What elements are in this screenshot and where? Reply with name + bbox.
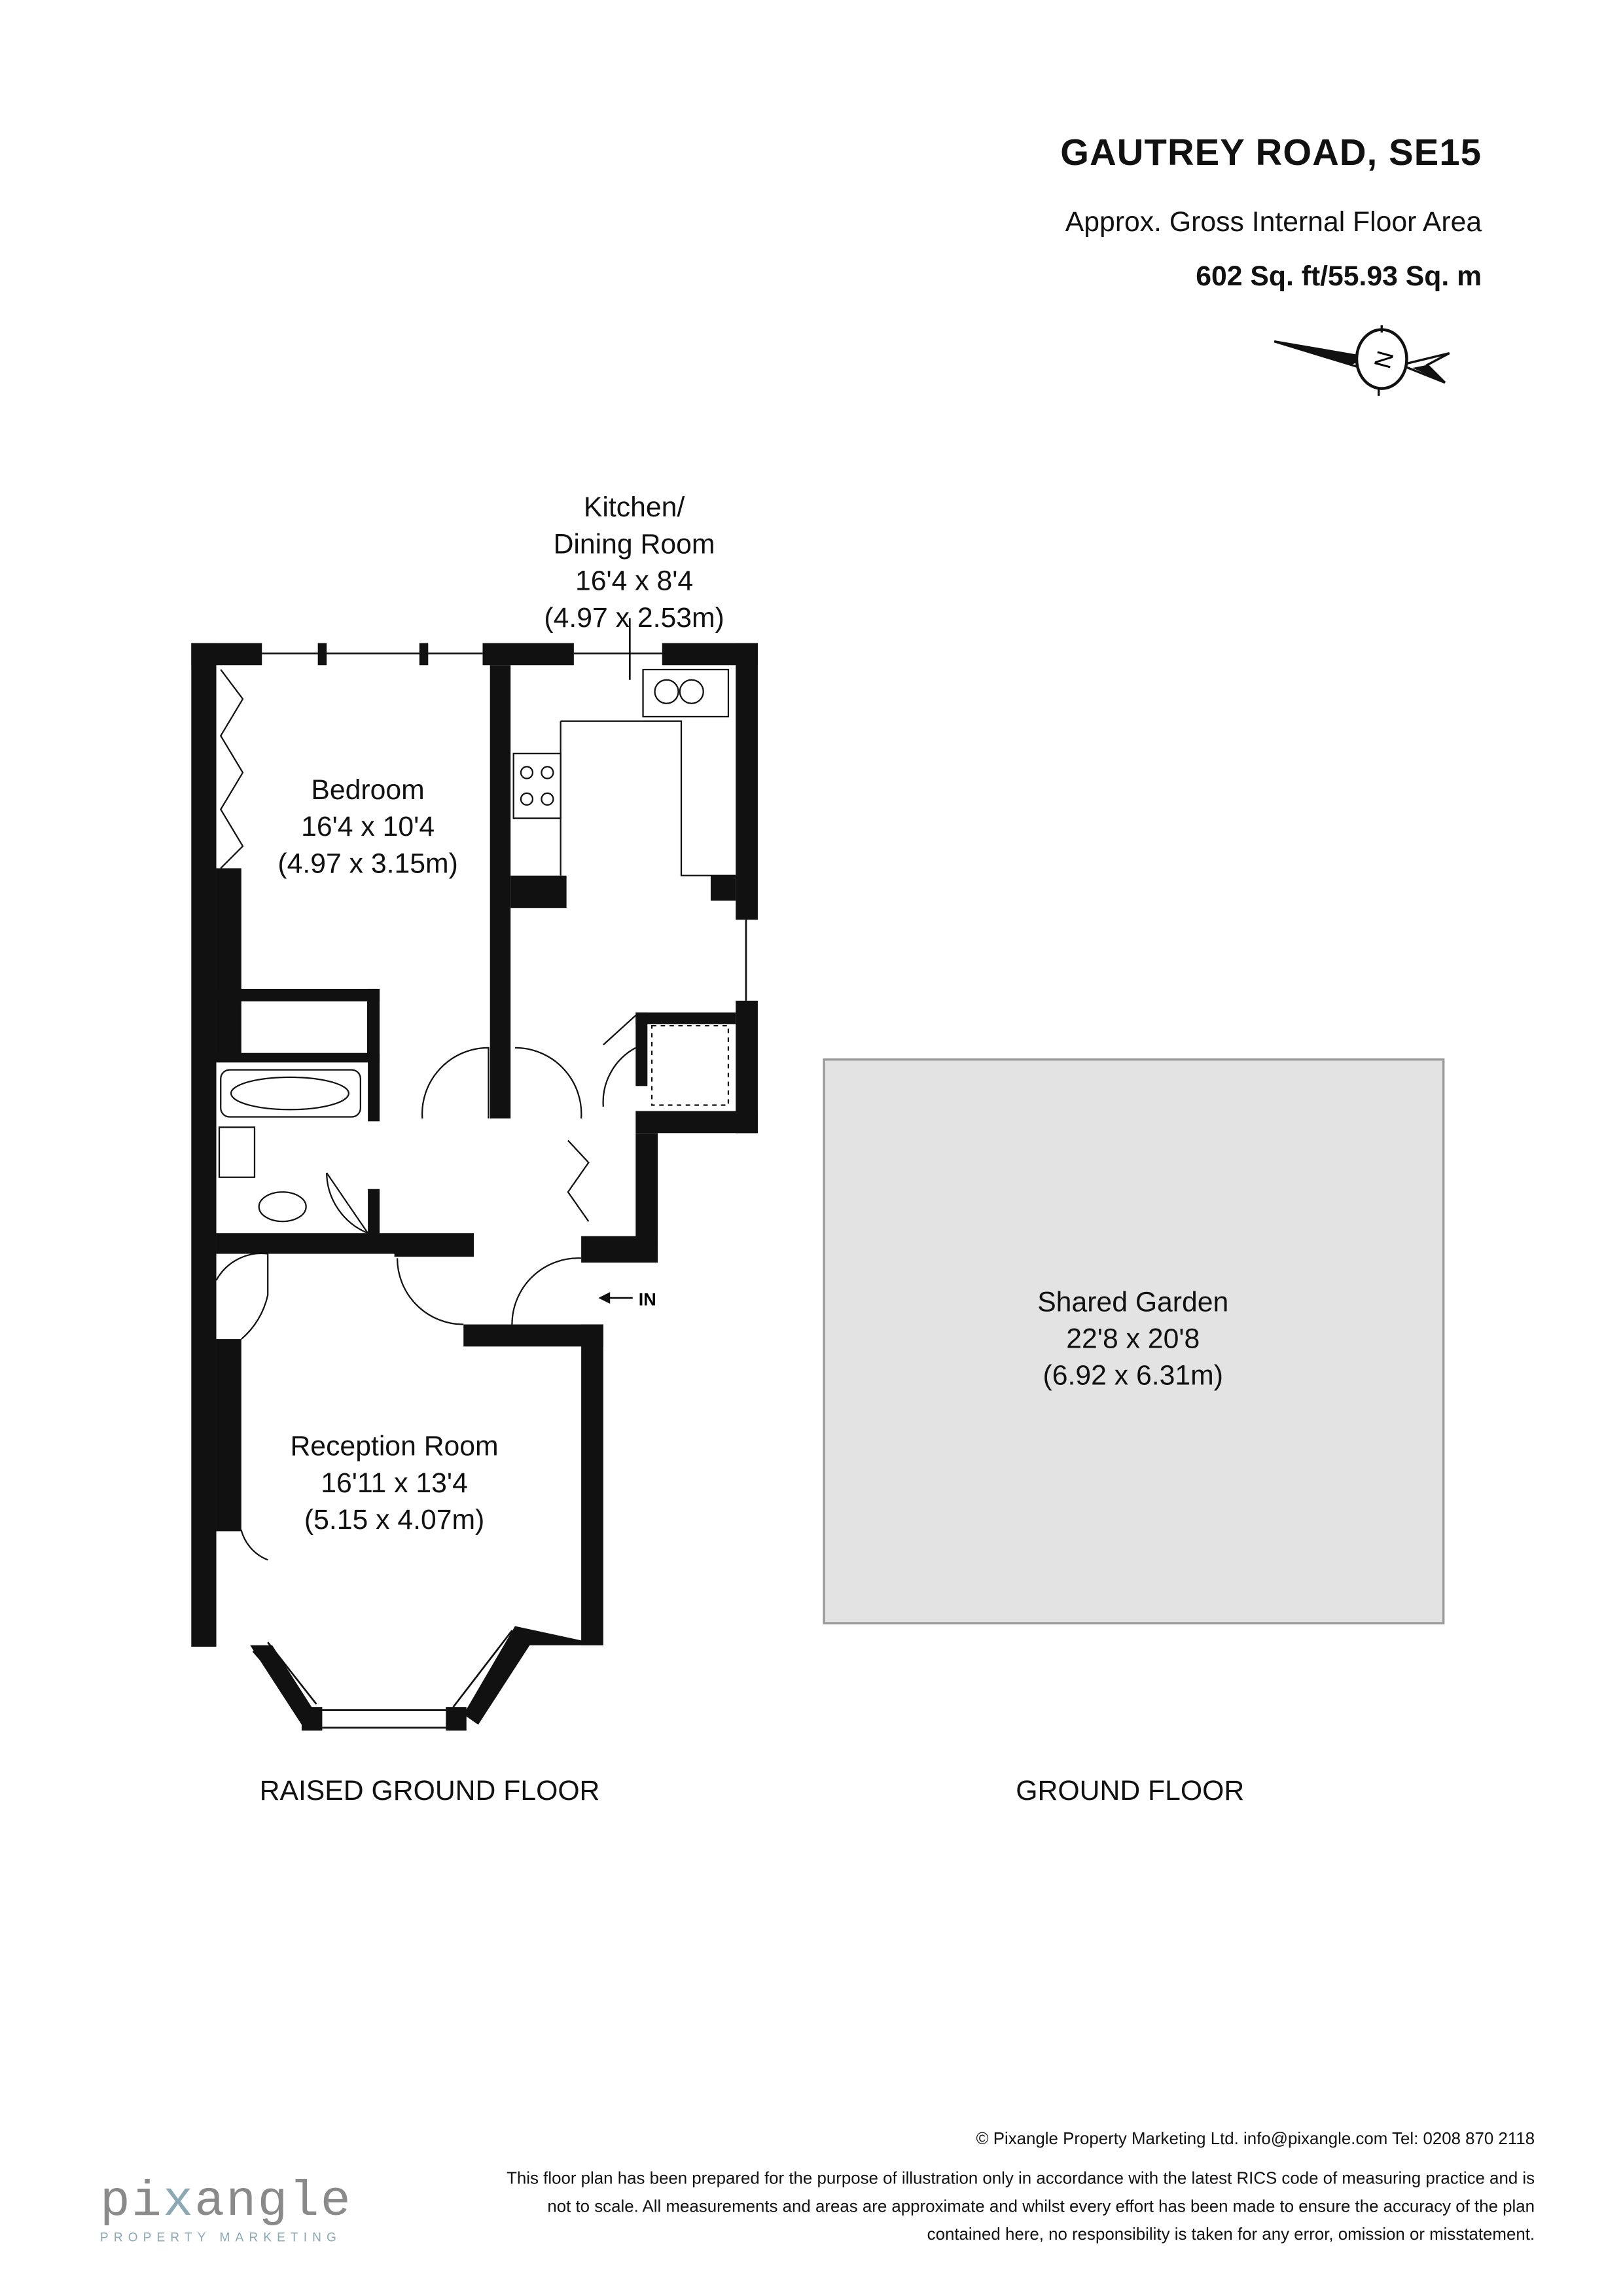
room-name: Kitchen/	[583, 493, 685, 524]
room-label-bedroom: Bedroom 16'4 x 10'4 (4.97 x 3.15m)	[221, 772, 515, 883]
disclaimer-line-2: not to scale. All measurements and areas…	[547, 2198, 1535, 2217]
shared-garden-area	[823, 1058, 1445, 1624]
walls	[191, 643, 758, 1731]
disclaimer-line-3: contained here, no responsibility is tak…	[927, 2226, 1535, 2244]
logo-text: angle	[194, 2175, 352, 2231]
room-dimensions-imperial: 16'4 x 8'4	[575, 566, 694, 598]
room-name: Bedroom	[311, 775, 425, 807]
entrance-label: IN	[639, 1289, 656, 1309]
logo-text: pi	[99, 2175, 164, 2231]
room-name: Dining Room	[553, 529, 715, 561]
room-label-kitchen: Kitchen/ Dining Room 16'4 x 8'4 (4.97 x …	[487, 490, 781, 637]
room-dimensions-imperial: 16'4 x 10'4	[301, 812, 435, 844]
floor-area: 602 Sq. ft/55.93 Sq. m	[1196, 262, 1482, 293]
logo-text: x	[163, 2175, 195, 2231]
disclaimer-line-1: This floor plan has been prepared for th…	[507, 2170, 1535, 2189]
room-dimensions-metric: (4.97 x 3.15m)	[277, 849, 458, 880]
entrance-arrow-icon	[598, 618, 633, 1304]
room-dimensions-imperial: 16'11 x 13'4	[321, 1468, 468, 1500]
room-label-reception: Reception Room 16'11 x 13'4 (5.15 x 4.07…	[232, 1429, 556, 1539]
room-name: Shared Garden	[1037, 1287, 1229, 1319]
north-arrow-icon: N	[1274, 325, 1450, 396]
bay-window	[252, 652, 747, 1729]
room-dimensions-metric: (4.97 x 2.53m)	[544, 603, 724, 635]
room-dimensions-metric: (5.15 x 4.07m)	[304, 1505, 485, 1537]
area-caption: Approx. Gross Internal Floor Area	[1065, 207, 1482, 239]
copyright-text: © Pixangle Property Marketing Ltd. info@…	[976, 2130, 1535, 2149]
property-title: GAUTREY ROAD, SE15	[1060, 132, 1482, 174]
room-name: Reception Room	[290, 1431, 499, 1463]
pixangle-logo: pixangle	[100, 2175, 352, 2231]
floor-label-ground: GROUND FLOOR	[1016, 1776, 1245, 1808]
room-dimensions-imperial: 22'8 x 20'8	[1066, 1324, 1200, 1355]
floor-label-raised-ground: RAISED GROUND FLOOR	[259, 1776, 600, 1808]
room-label-garden: Shared Garden 22'8 x 20'8 (6.92 x 6.31m)	[971, 1285, 1295, 1395]
fixtures	[215, 668, 736, 1561]
logo-tagline: PROPERTY MARKETING	[99, 2229, 342, 2244]
room-dimensions-metric: (6.92 x 6.31m)	[1043, 1361, 1223, 1392]
